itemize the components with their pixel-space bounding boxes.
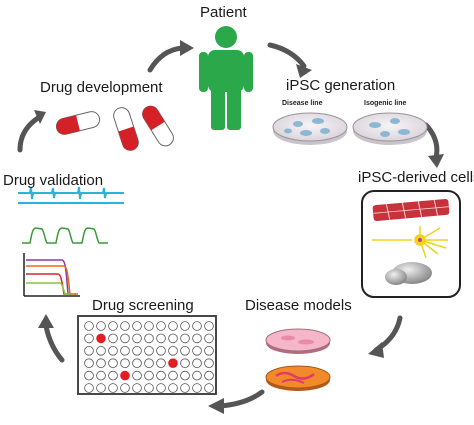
well	[108, 383, 118, 393]
well	[192, 345, 202, 356]
well	[180, 321, 190, 331]
well	[144, 333, 154, 344]
label-patient: Patient	[200, 4, 247, 21]
well	[192, 383, 202, 393]
organoid-icon	[385, 262, 432, 285]
well	[168, 370, 178, 381]
well	[156, 345, 166, 356]
well	[132, 333, 142, 344]
label-disease-line: Disease line	[282, 100, 323, 107]
well	[168, 345, 178, 356]
well	[156, 370, 166, 381]
well	[180, 333, 190, 344]
label-ipsc-generation: iPSC generation	[286, 77, 396, 94]
neuron-icon	[372, 226, 448, 259]
well	[132, 370, 142, 381]
well	[144, 370, 154, 381]
well-plate-icon	[77, 315, 217, 395]
hit-well	[168, 358, 178, 369]
label-isogenic-line: Isogenic line	[364, 100, 407, 107]
well	[84, 358, 94, 369]
well	[156, 383, 166, 393]
petri-dish-icon	[272, 112, 428, 145]
well	[120, 321, 130, 331]
well	[144, 345, 154, 356]
well	[168, 321, 178, 331]
well	[120, 345, 130, 356]
well	[108, 333, 118, 344]
muscle-cell-icon	[372, 198, 450, 222]
well	[156, 333, 166, 344]
well	[108, 345, 118, 356]
well	[84, 383, 94, 393]
well	[180, 358, 190, 369]
well	[84, 321, 94, 331]
capsule-icon	[55, 105, 174, 151]
well	[168, 333, 178, 344]
well	[108, 321, 118, 331]
well	[84, 333, 94, 344]
label-disease-models: Disease models	[245, 297, 352, 314]
well	[108, 370, 118, 381]
well	[96, 370, 106, 381]
well	[192, 370, 202, 381]
label-drug-screening: Drug screening	[92, 297, 194, 314]
well	[144, 358, 154, 369]
well	[204, 358, 214, 369]
well	[84, 370, 94, 381]
hit-well	[120, 370, 130, 381]
well	[168, 383, 178, 393]
well	[108, 358, 118, 369]
well	[180, 370, 190, 381]
well	[120, 358, 130, 369]
well	[120, 383, 130, 393]
cycle-arrow-icon	[17, 42, 440, 409]
hit-well	[96, 333, 106, 344]
well	[144, 321, 154, 331]
well	[204, 370, 214, 381]
well	[156, 321, 166, 331]
well	[132, 358, 142, 369]
well	[132, 321, 142, 331]
label-drug-validation: Drug validation	[3, 172, 104, 189]
well	[96, 383, 106, 393]
well	[96, 321, 106, 331]
well	[204, 333, 214, 344]
validation-trace-green	[22, 227, 108, 244]
well	[144, 383, 154, 393]
well	[132, 345, 142, 356]
well	[180, 345, 190, 356]
well	[96, 345, 106, 356]
well	[180, 383, 190, 393]
well	[204, 345, 214, 356]
well	[132, 383, 142, 393]
well	[204, 321, 214, 331]
well	[156, 358, 166, 369]
validation-graph	[23, 253, 80, 297]
well	[84, 345, 94, 356]
validation-trace-cyan	[18, 186, 124, 204]
well	[192, 321, 202, 331]
well	[96, 358, 106, 369]
well	[120, 333, 130, 344]
well	[192, 358, 202, 369]
label-drug-development: Drug development	[40, 79, 163, 96]
well	[192, 333, 202, 344]
arrowheads	[34, 40, 444, 414]
person-icon	[199, 26, 253, 130]
label-ipsc-derived-cells: iPSC-derived cells	[358, 169, 474, 186]
well	[204, 383, 214, 393]
disease-model-dish-icon	[265, 328, 331, 391]
